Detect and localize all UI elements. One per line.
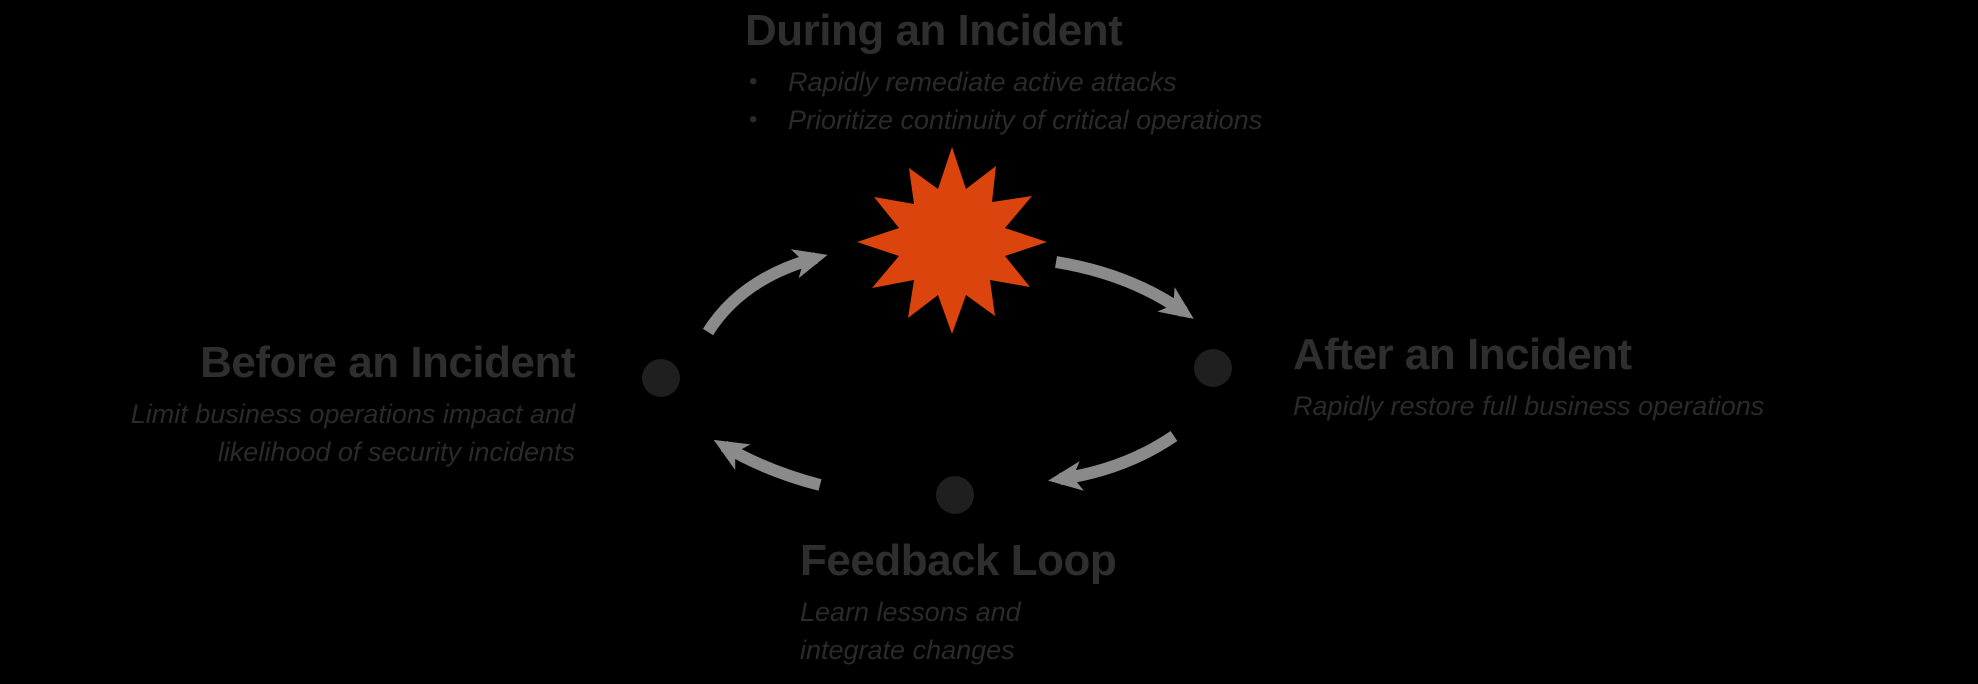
explosion-burst-icon <box>857 147 1047 334</box>
arrow-after-to-feedback-icon <box>1048 431 1178 491</box>
during-incident-title: During an Incident <box>745 6 1123 55</box>
after-incident-description-line: Rapidly restore full business operations <box>1293 390 1765 421</box>
bullet-text: Rapidly remediate active attacks <box>788 66 1177 97</box>
node-dot-after <box>1194 349 1232 387</box>
arrow-feedback-to-before-icon <box>713 439 822 491</box>
feedback-loop-title: Feedback Loop <box>800 536 1117 585</box>
bullet-icon: • <box>749 67 758 95</box>
node-dot-before <box>642 359 680 397</box>
bullet-text: Prioritize continuity of critical operat… <box>788 104 1263 135</box>
feedback-loop-description-line: integrate changes <box>800 634 1015 665</box>
list-item: • Rapidly remediate active attacks <box>745 63 1445 101</box>
after-incident-section: After an Incident Rapidly restore full b… <box>1293 330 1893 425</box>
list-item: • Prioritize continuity of critical oper… <box>745 101 1445 139</box>
before-incident-title: Before an Incident <box>200 338 575 387</box>
feedback-loop-section: Feedback Loop Learn lessons and integrat… <box>800 536 1220 669</box>
feedback-loop-description-line: Learn lessons and <box>800 596 1021 627</box>
arrow-during-to-after-icon <box>1055 256 1194 319</box>
before-incident-section: Before an Incident Limit business operat… <box>25 338 576 471</box>
during-incident-bullet-list: • Rapidly remediate active attacks • Pri… <box>745 63 1445 140</box>
during-incident-section: During an Incident • Rapidly remediate a… <box>745 6 1445 139</box>
bullet-icon: • <box>749 105 758 133</box>
before-incident-description-line: Limit business operations impact and <box>130 398 575 429</box>
node-dot-feedback <box>936 476 974 514</box>
after-incident-title: After an Incident <box>1293 330 1632 379</box>
arrow-before-to-during-icon <box>702 249 828 336</box>
before-incident-description-line: likelihood of security incidents <box>217 436 575 467</box>
